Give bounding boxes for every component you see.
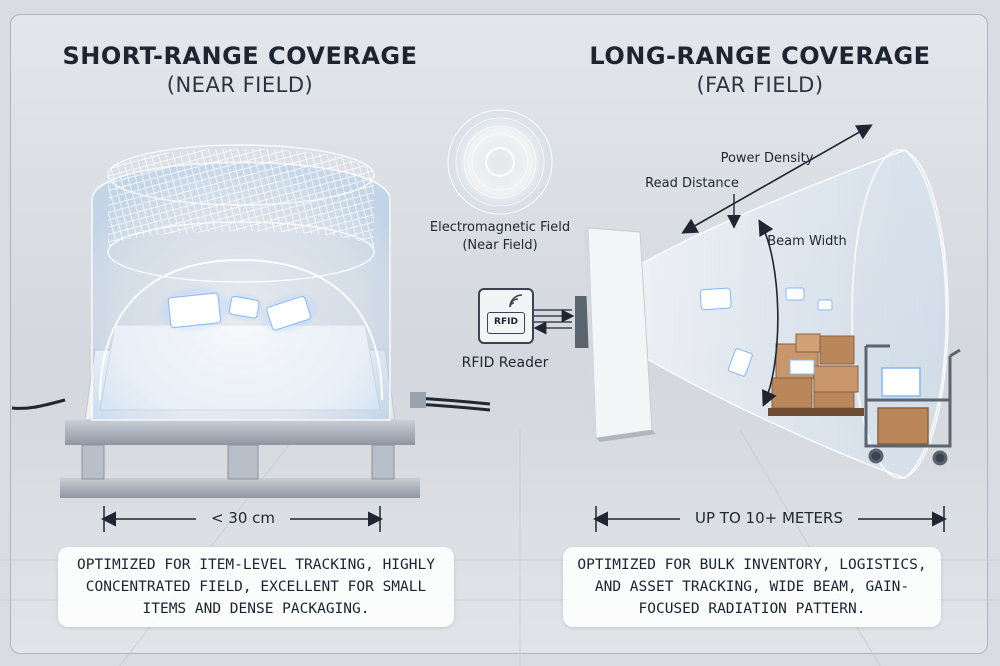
far-field-antenna [575, 227, 656, 442]
rfid-tag-card [222, 292, 267, 323]
long-range-subtitle: (FAR FIELD) [696, 73, 824, 97]
near-field-ring-bottom [107, 221, 375, 283]
em-field-label-line2: (Near Field) [462, 238, 538, 253]
rfid-tag-card [817, 299, 833, 311]
electromagnetic-field-ring [446, 108, 554, 216]
reader-wires [533, 309, 575, 335]
rfid-tag-card [699, 287, 732, 311]
near-field-ring-top [107, 144, 375, 206]
far-field-beam-edge [851, 149, 949, 479]
near-field-mesh-ring [108, 148, 374, 250]
beam-width-arrow [758, 219, 779, 407]
near-field-connector [410, 392, 426, 408]
rfid-tag-card [727, 348, 753, 377]
long-range-title: LONG-RANGE COVERAGE [589, 42, 931, 70]
long-range-description-box: OPTIMIZED FOR BULK INVENTORY, LOGISTICS,… [563, 547, 941, 627]
far-range-distance: UP TO 10+ METERS [695, 509, 843, 527]
near-field-antenna-base [60, 420, 420, 498]
rfid-tag-card [785, 287, 805, 301]
short-range-description: OPTIMIZED FOR ITEM-LEVEL TRACKING, HIGHL… [77, 557, 435, 617]
rfid-tag-card [156, 285, 233, 334]
rfid-tag-card [257, 291, 320, 335]
far-field-tags [699, 287, 833, 377]
rfid-reader-tag-text: RFID [487, 312, 525, 334]
read-distance-label: Read Distance [645, 176, 739, 191]
rfid-reader-icon: RFID [478, 288, 534, 344]
em-field-label-line1: Electromagnetic Field [429, 220, 571, 235]
beam-width-label: Beam Width [767, 234, 847, 249]
near-range-distance: < 30 cm [210, 509, 276, 527]
short-range-title: SHORT-RANGE COVERAGE [62, 42, 418, 70]
hand-truck [864, 344, 961, 466]
em-field-label: Electromagnetic Field (Near Field) [410, 219, 590, 255]
power-density-label: Power Density [720, 151, 814, 166]
cardboard-boxes [768, 333, 864, 416]
power-density-arrow [681, 124, 873, 234]
wireless-signal-icon [509, 294, 523, 308]
long-range-description: OPTIMIZED FOR BULK INVENTORY, LOGISTICS,… [577, 557, 927, 617]
short-range-description-box: OPTIMIZED FOR ITEM-LEVEL TRACKING, HIGHL… [58, 547, 454, 627]
short-range-subtitle: (NEAR FIELD) [166, 73, 314, 97]
near-field-inner-bubble [99, 258, 383, 401]
near-field-tags [156, 285, 320, 335]
rfid-reader-label: RFID Reader [461, 355, 549, 371]
